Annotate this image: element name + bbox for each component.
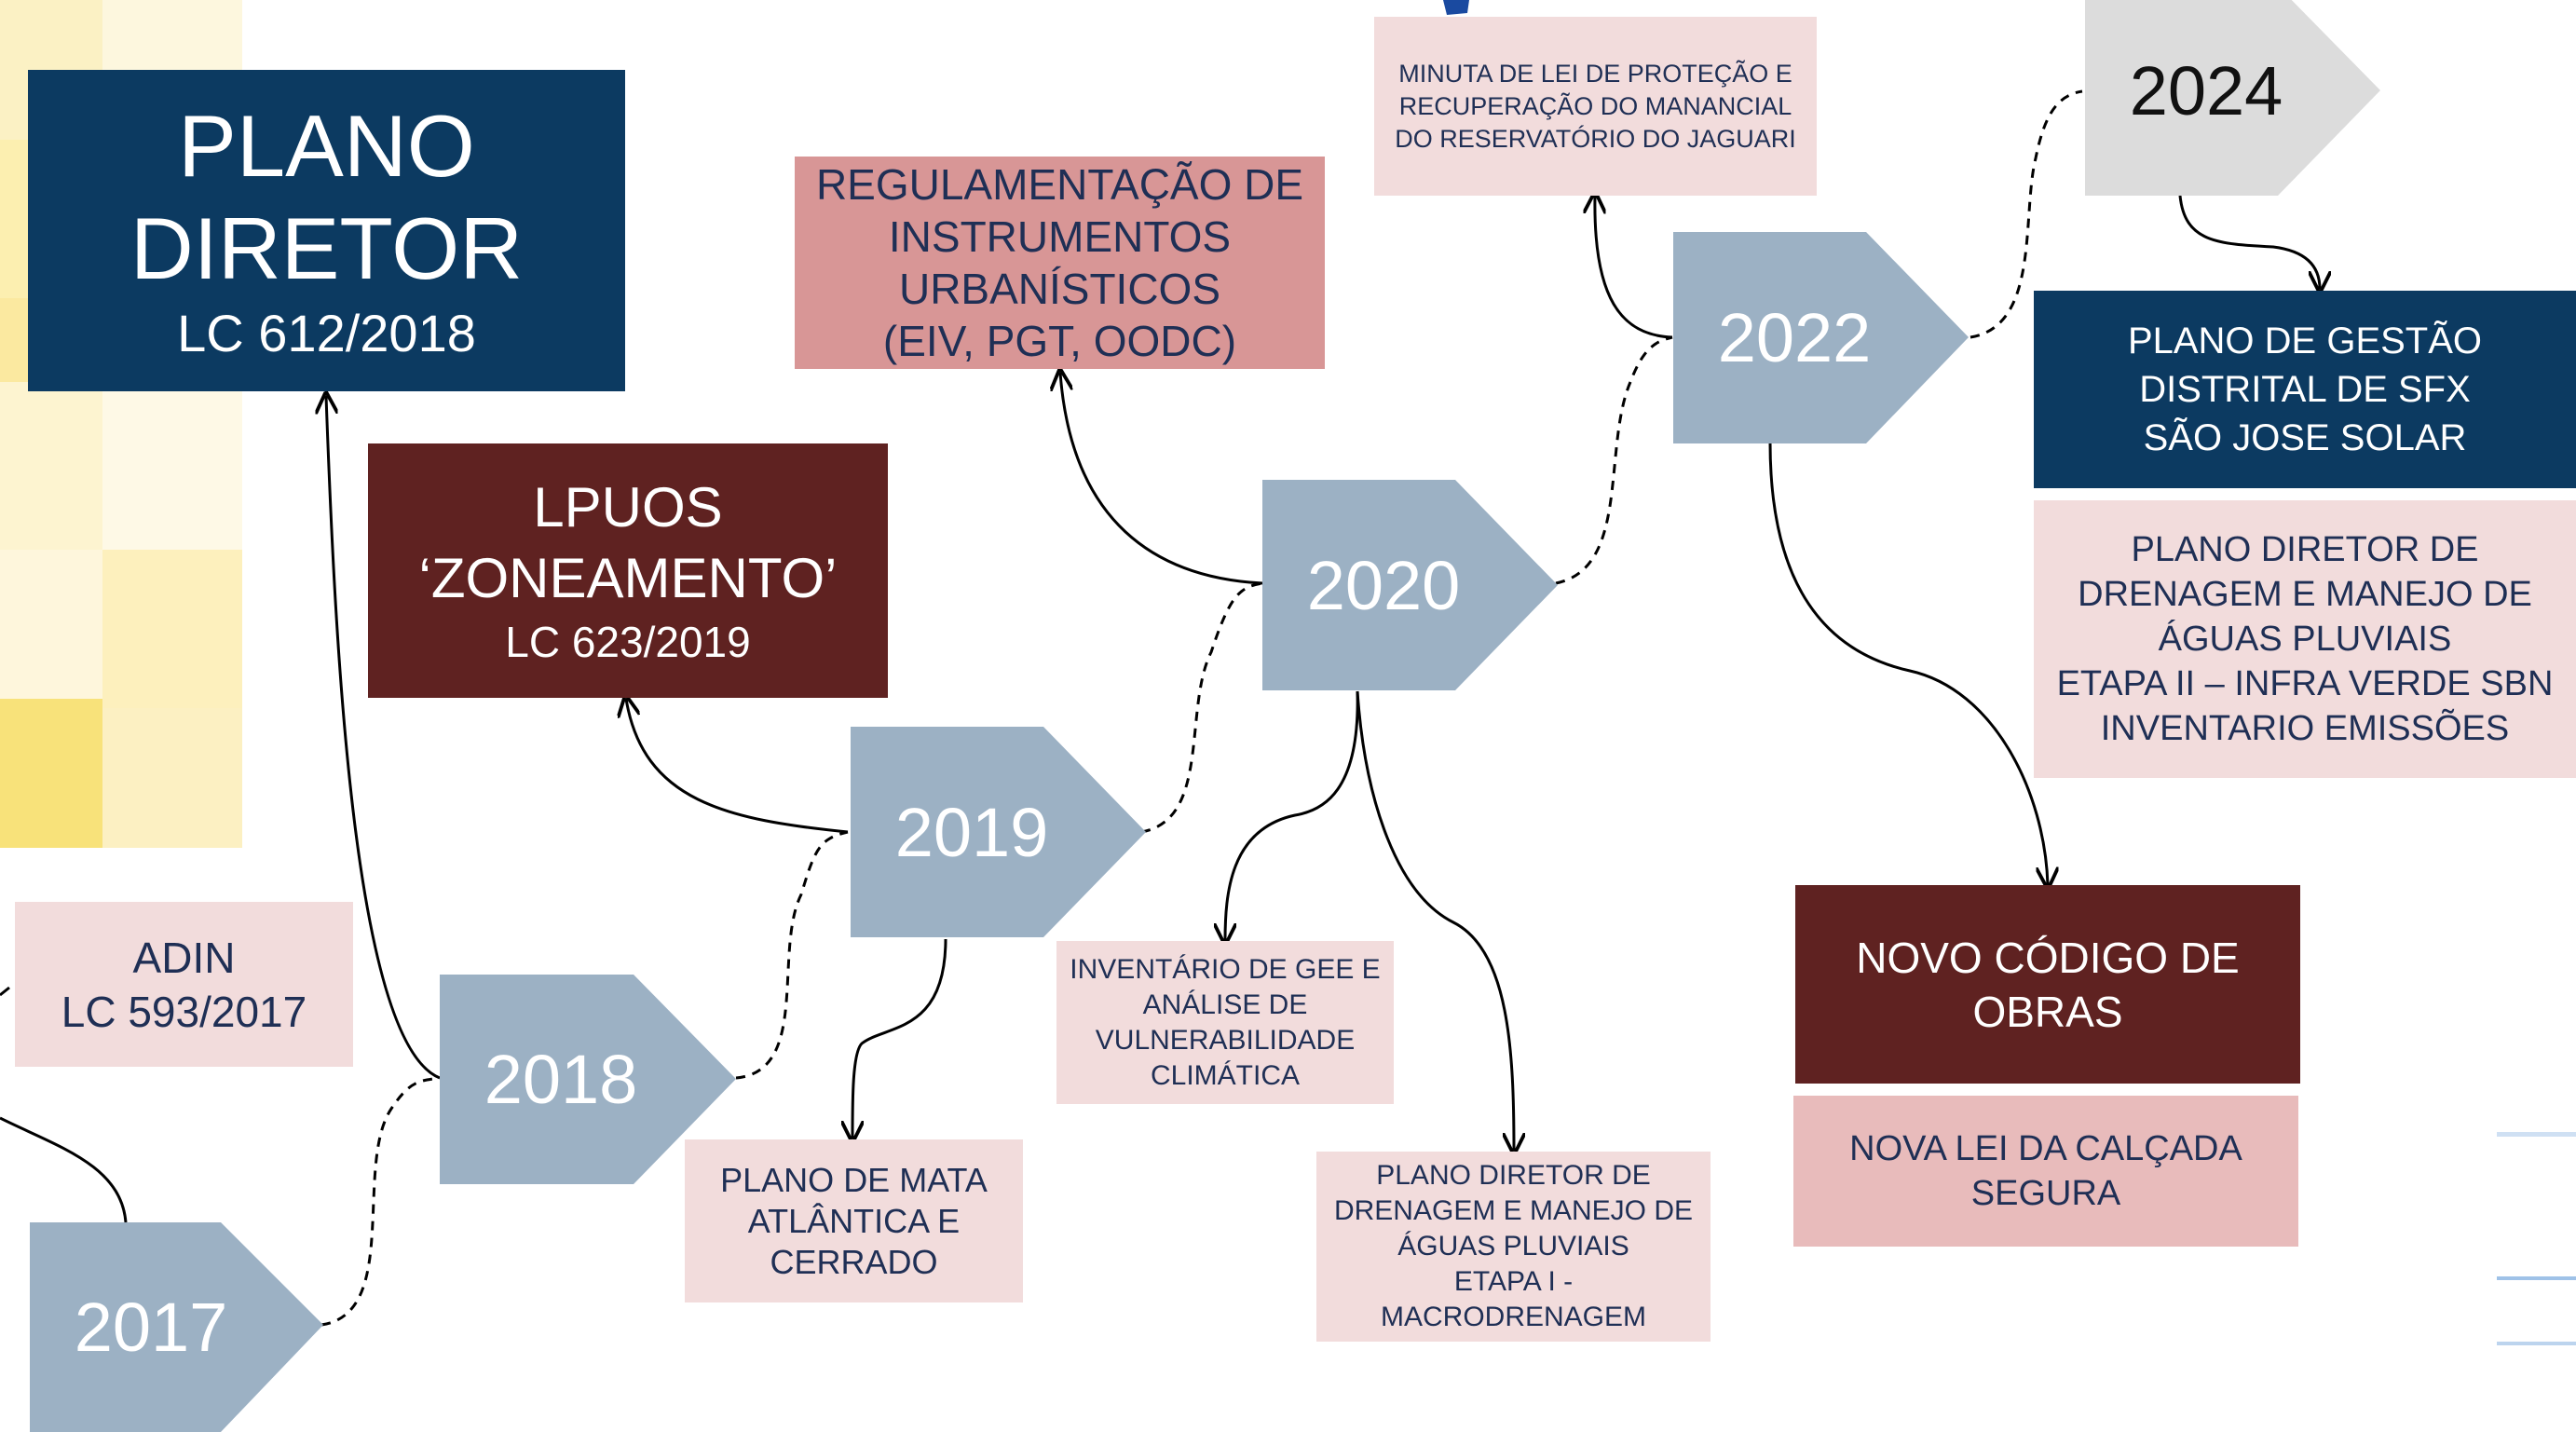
regulamentacao-line4: (EIV, PGT, OODC): [882, 317, 1237, 365]
adin-line2: LC 593/2017: [61, 987, 307, 1036]
drenagem1-line2: DRENAGEM E MANEJO DE: [1333, 1195, 1694, 1226]
gee-line3: VULNERABILIDADE: [1095, 1024, 1356, 1056]
lpuos-line1: LPUOS: [533, 475, 723, 539]
mata-line1: PLANO DE MATA: [720, 1160, 988, 1199]
arrow-2020-regulamentacao: [1060, 373, 1263, 585]
plano-diretor-line1: PLANO: [178, 96, 475, 195]
codigo-line2: OBRAS: [1972, 987, 2123, 1036]
gee-line4: CLIMÁTICA: [1150, 1059, 1301, 1091]
year-2022-arrow: 2022: [1673, 232, 1969, 443]
gestao-line3: SÃO JOSE SOLAR: [2143, 417, 2467, 458]
box-gestao-distrital: PLANO DE GESTÃO DISTRITAL DE SFX SÃO JOS…: [2034, 291, 2576, 488]
drenagem1-line4: ETAPA I -: [1453, 1266, 1574, 1297]
regulamentacao-line2: INSTRUMENTOS: [888, 212, 1232, 261]
arrow-2020-gee: [1225, 690, 1359, 941]
year-2019-label: 2019: [894, 793, 1049, 871]
year-2022-shape: [1673, 232, 1969, 443]
regulamentacao-line3: URBANÍSTICOS: [898, 265, 1221, 313]
drenagem1-line1: PLANO DIRETOR DE: [1376, 1160, 1651, 1191]
year-2017-arrow: 2017: [30, 1222, 323, 1432]
year-2024-label: 2024: [2129, 52, 2283, 130]
box-lpuos: LPUOS ‘ZONEAMENTO’ LC 623/2019: [368, 443, 888, 698]
adin-line1: ADIN: [132, 933, 236, 982]
logo-fragment: [1439, 0, 1473, 17]
drenagem2-line1: PLANO DIRETOR DE: [2131, 530, 2479, 569]
arrow-2024-gestao: [2178, 195, 2320, 289]
year-2024-shape: [2085, 0, 2380, 196]
year-2024-arrow: 2024: [2085, 0, 2380, 196]
arrow-2017-adin: [0, 1116, 128, 1223]
arrow-2022-minuta: [1595, 196, 1673, 339]
box-adin: ADIN LC 593/2017: [15, 902, 353, 1067]
arrow-adin-fragment: [0, 986, 10, 997]
year-2018-arrow: 2018: [440, 975, 736, 1184]
gestao-line2: DISTRITAL DE SFX: [2139, 369, 2471, 410]
arrow-2019-mata: [852, 938, 947, 1139]
plano-diretor-line2: DIRETOR: [129, 198, 524, 297]
year-2020-arrow: 2020: [1262, 480, 1558, 690]
box-drenagem-etapa-2: PLANO DIRETOR DE DRENAGEM E MANEJO DE ÁG…: [2034, 500, 2576, 778]
gee-line2: ANÁLISE DE: [1142, 989, 1308, 1020]
year-2019-arrow: 2019: [851, 727, 1146, 937]
link-2017-2018: [320, 1076, 441, 1327]
minuta-line2: RECUPERAÇÃO DO MANANCIAL: [1398, 91, 1792, 120]
mata-line3: CERRADO: [770, 1242, 938, 1281]
lpuos-line3: LC 623/2019: [505, 617, 751, 666]
minuta-line3: DO RESERVATÓRIO DO JAGUARI: [1395, 124, 1796, 153]
minuta-line1: MINUTA DE LEI DE PROTEÇÃO E: [1398, 59, 1792, 88]
year-2018-shape: [440, 975, 736, 1184]
arrow-2022-codigo: [1768, 442, 2048, 885]
codigo-line1: NOVO CÓDIGO DE: [1856, 933, 2240, 982]
box-regulamentacao: REGULAMENTAÇÃO DE INSTRUMENTOS URBANÍSTI…: [795, 157, 1325, 369]
drenagem2-line4: ETAPA II – INFRA VERDE SBN: [2056, 664, 2554, 703]
link-2020-2022: [1555, 335, 1673, 585]
arrow-2020-drenagem1: [1356, 690, 1514, 1151]
lpuos-line2: ‘ZONEAMENTO’: [418, 546, 838, 609]
year-2020-shape: [1262, 480, 1558, 690]
year-2020-label: 2020: [1306, 546, 1461, 624]
link-2018-2019: [735, 830, 849, 1080]
drenagem1-line5: MACRODRENAGEM: [1380, 1302, 1646, 1332]
box-mata-atlantica: PLANO DE MATA ATLÂNTICA E CERRADO: [685, 1139, 1023, 1302]
box-plano-diretor: PLANO DIRETOR LC 612/2018: [28, 70, 625, 391]
drenagem1-line3: ÁGUAS PLUVIAIS: [1397, 1231, 1629, 1262]
drenagem2-line5: INVENTARIO EMISSÕES: [2100, 709, 2510, 748]
box-inventario-gee: INVENTÁRIO DE GEE E ANÁLISE DE VULNERABI…: [1056, 941, 1394, 1104]
gestao-line1: PLANO DE GESTÃO: [2127, 320, 2483, 361]
calcada-line1: NOVA LEI DA CALÇADA: [1849, 1129, 2242, 1168]
year-2019-shape: [851, 727, 1146, 937]
year-2017-shape: [30, 1222, 323, 1432]
box-codigo-obras: NOVO CÓDIGO DE OBRAS: [1795, 885, 2300, 1084]
box-drenagem-etapa-1: PLANO DIRETOR DE DRENAGEM E MANEJO DE ÁG…: [1316, 1152, 1711, 1342]
box-minuta: MINUTA DE LEI DE PROTEÇÃO E RECUPERAÇÃO …: [1374, 17, 1817, 196]
mata-line2: ATLÂNTICA E: [747, 1201, 961, 1240]
drenagem2-line2: DRENAGEM E MANEJO DE: [2078, 575, 2532, 614]
year-2018-label: 2018: [484, 1041, 638, 1118]
decorative-lines: [2497, 1132, 2576, 1346]
year-2022-label: 2022: [1717, 299, 1872, 376]
arrow-2019-lpuos: [626, 699, 849, 834]
regulamentacao-line1: REGULAMENTAÇÃO DE: [815, 160, 1304, 209]
gee-line1: INVENTÁRIO DE GEE E: [1070, 953, 1381, 985]
calcada-line2: SEGURA: [1970, 1174, 2121, 1213]
link-2022-2024: [1969, 89, 2083, 339]
link-2019-2020: [1140, 581, 1263, 834]
box-calcada: NOVA LEI DA CALÇADA SEGURA: [1793, 1096, 2298, 1247]
year-2017-label: 2017: [74, 1289, 228, 1366]
arrow-2018-plano-diretor: [326, 396, 441, 1080]
plano-diretor-line3: LC 612/2018: [177, 303, 476, 362]
drenagem2-line3: ÁGUAS PLUVIAIS: [2158, 620, 2452, 659]
